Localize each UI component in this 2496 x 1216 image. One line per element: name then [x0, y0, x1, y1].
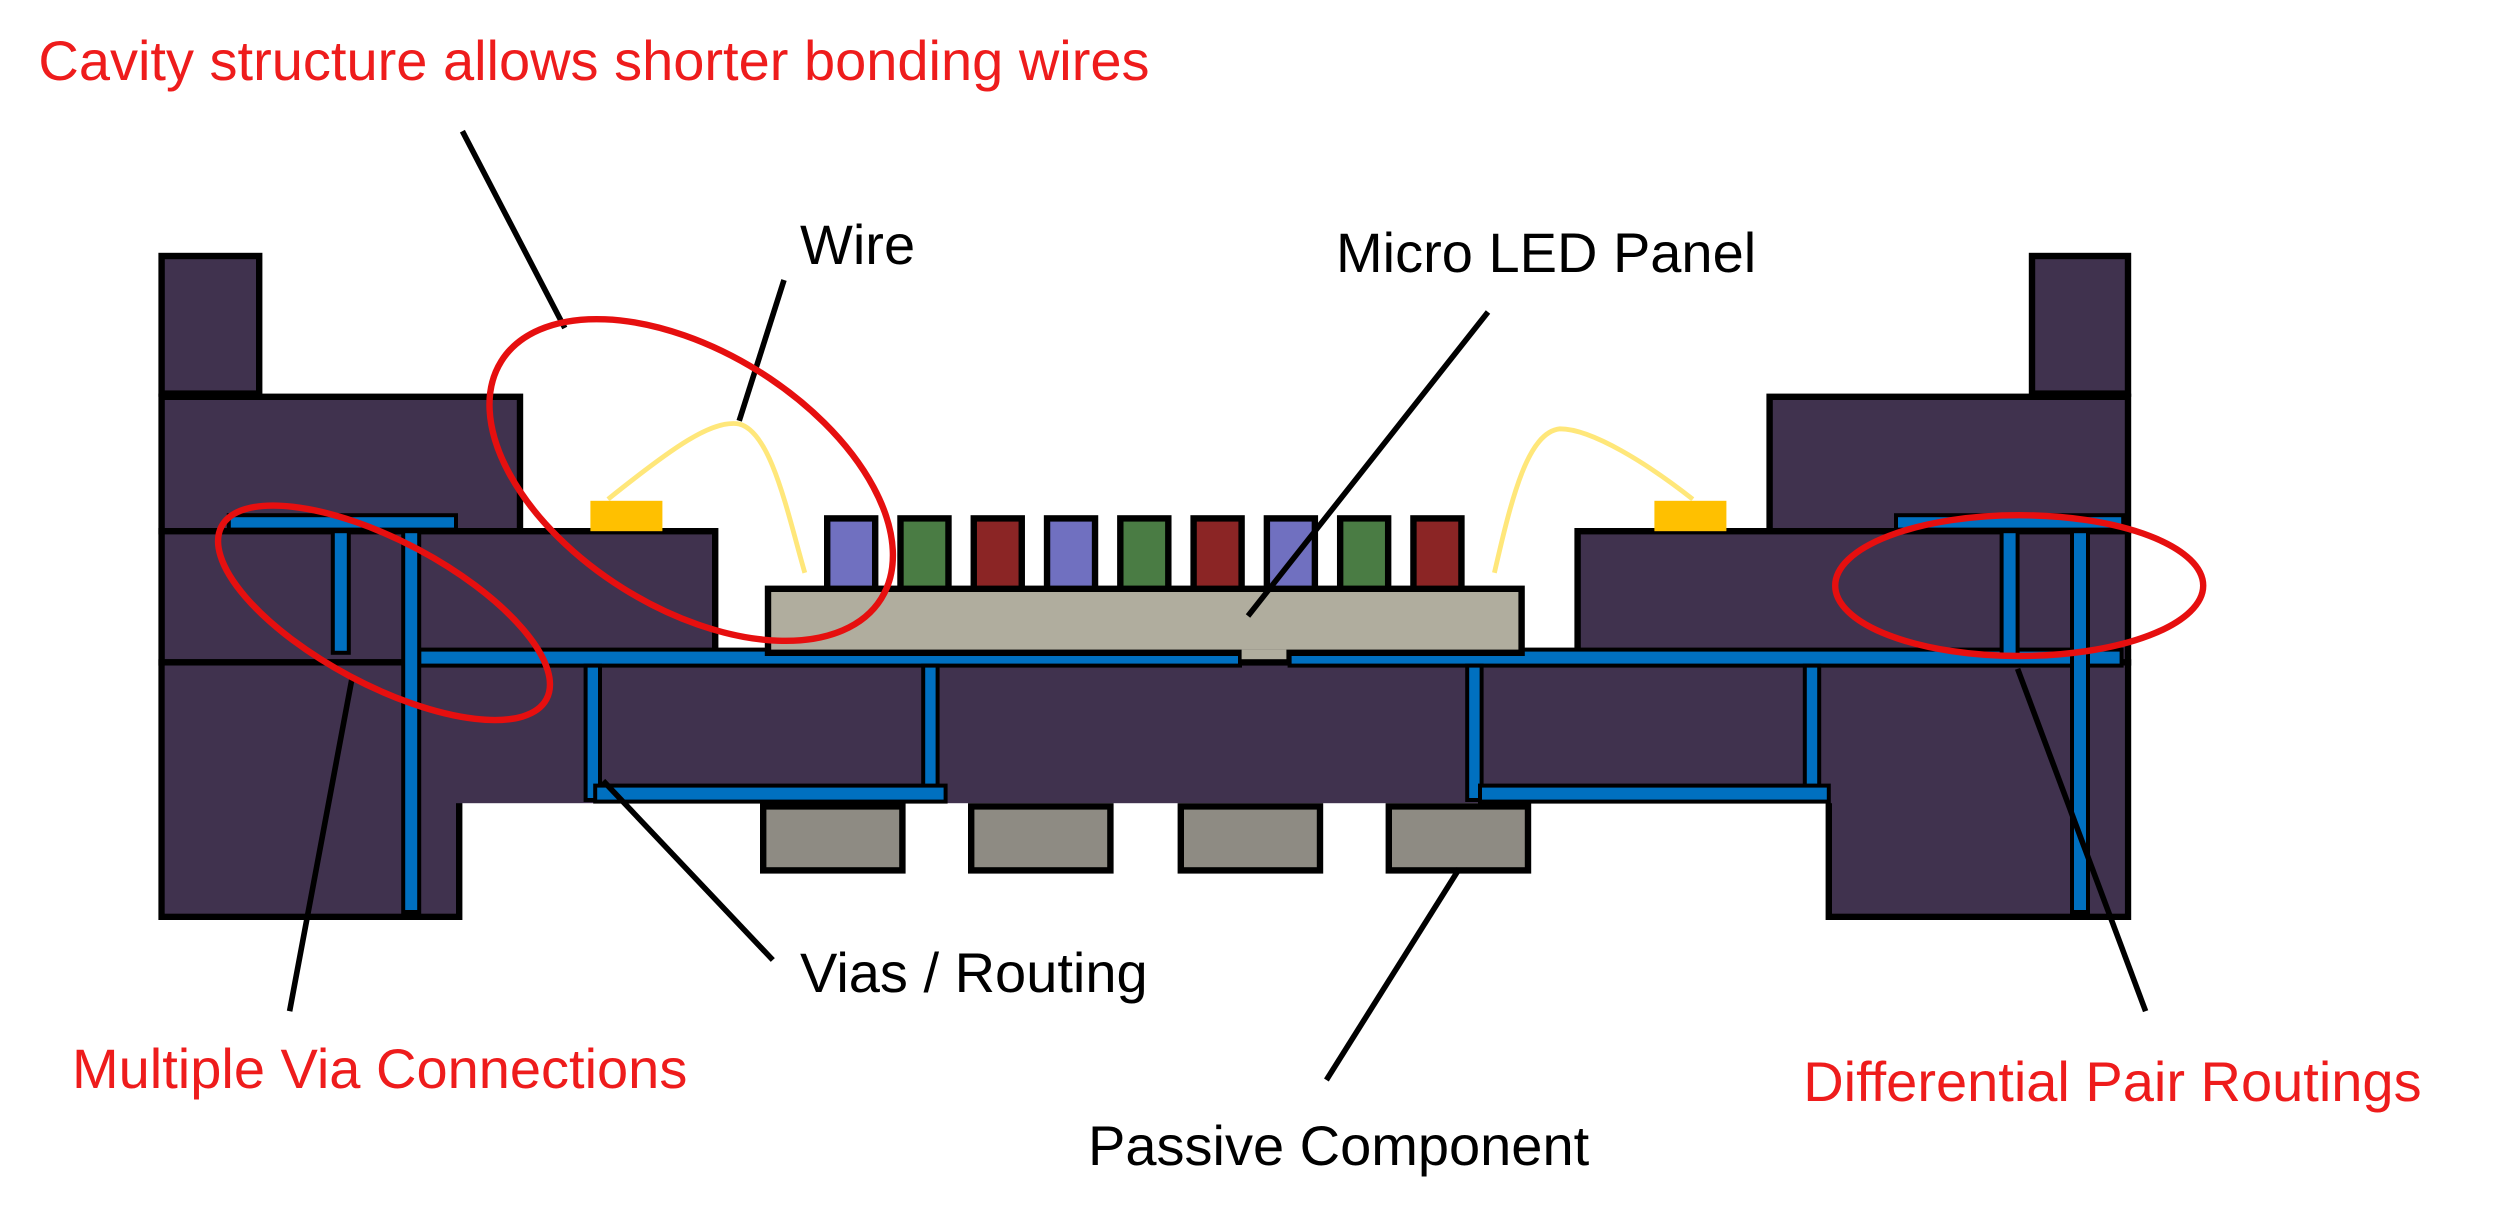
left-bonding-wire: [606, 421, 808, 574]
lower-left-trace: [593, 783, 948, 804]
passive-components: [760, 803, 1532, 874]
left-bond-pad: [590, 500, 663, 532]
right-via-short: [1999, 529, 2020, 658]
passive-component: [968, 803, 1114, 874]
led-pixel-green: [897, 515, 952, 592]
right-via-long: [2070, 529, 2090, 914]
center-substrate: [416, 659, 1834, 804]
led-pixel-red: [1190, 515, 1245, 592]
passive-component: [1177, 803, 1324, 874]
panel-leader-line: [1245, 310, 1491, 618]
right-top-pillar: [2028, 252, 2132, 397]
multi-via-highlight-ring: [214, 502, 554, 724]
led-pixel-blue: [1263, 515, 1319, 592]
left-upper-block: [158, 393, 524, 535]
diff-pair-highlight-ring: [1832, 512, 2207, 660]
led-pixel-green: [1117, 515, 1172, 592]
multiple-via-label: Multiple Via Connections: [72, 1037, 687, 1100]
lower-left-via-a: [583, 663, 603, 803]
passive-component: [760, 803, 906, 874]
lower-left-via-b: [921, 663, 940, 793]
right-upper-block: [1766, 393, 2132, 535]
passive-component-label: Passive Component: [1088, 1114, 1590, 1177]
cavity-leader-line: [459, 129, 568, 330]
vias-routing-label: Vias / Routing: [800, 941, 1148, 1004]
led-pixel-row: [824, 515, 1465, 592]
right-mid-block: [1574, 528, 2132, 666]
lower-right-via-b: [1802, 663, 1822, 793]
cavity-highlight-ring: [486, 315, 897, 645]
lower-right-trace: [1478, 783, 1831, 804]
lower-right-via-a: [1465, 663, 1484, 803]
led-pixel-blue: [824, 515, 879, 592]
left-via-short: [330, 529, 351, 655]
micro-led-panel-label: Micro LED Panel: [1336, 221, 1756, 284]
vias-routing-leader-line: [601, 778, 775, 962]
wire-label: Wire: [800, 213, 915, 276]
diff-pair-leader-line: [2014, 667, 2149, 1013]
title-callout: Cavity structure allows shorter bonding …: [38, 29, 1149, 92]
led-pixel-red: [1410, 515, 1465, 592]
multi-via-leader-line: [286, 677, 355, 1012]
left-via-long: [401, 529, 422, 914]
wire-leader-line: [736, 279, 787, 422]
panel-notch: [1241, 649, 1287, 660]
led-pixel-red: [970, 515, 1025, 592]
led-pixel-green: [1336, 515, 1392, 592]
passive-leader-line: [1324, 867, 1462, 1082]
right-bond-pad: [1654, 500, 1727, 532]
right-bonding-wire: [1492, 426, 1695, 574]
led-pixel-blue: [1043, 515, 1099, 592]
left-top-pillar: [158, 252, 263, 397]
passive-component: [1385, 803, 1532, 874]
differential-pair-label: Differential Pair Routings: [1803, 1050, 2421, 1113]
